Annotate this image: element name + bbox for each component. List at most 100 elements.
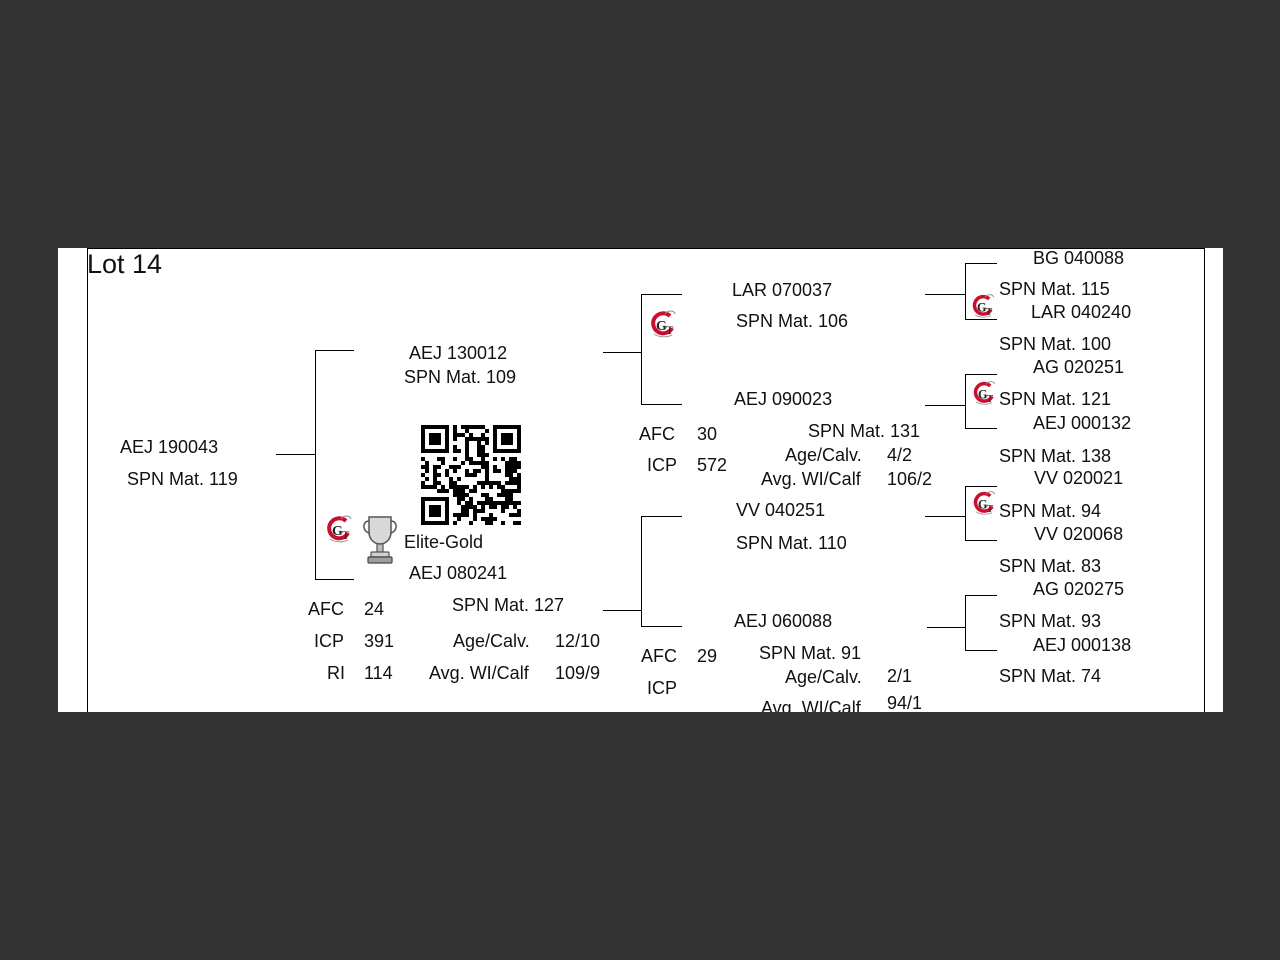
- connector: [925, 294, 965, 295]
- ggp-2-spn: SPN Mat. 100: [999, 334, 1112, 354]
- ggp-3-spn: SPN Mat. 121: [999, 389, 1112, 409]
- left-border: [87, 248, 88, 712]
- connector: [965, 428, 997, 429]
- svg-text:G: G: [978, 497, 988, 511]
- sire-dam-icp: 572: [697, 455, 728, 475]
- subject-spn: SPN Mat. 119: [127, 469, 238, 489]
- svg-text:T: T: [986, 307, 993, 318]
- subject-id: AEJ 190043: [120, 437, 219, 457]
- connector: [965, 263, 966, 320]
- dam-dam-age-label: Age/Calv.: [785, 667, 862, 687]
- connector: [965, 374, 966, 429]
- connector: [965, 595, 997, 596]
- ggp-2-id: LAR 040240: [1031, 302, 1132, 322]
- connector: [641, 294, 682, 295]
- sire-dam-age-label: Age/Calv.: [785, 445, 862, 465]
- dam-age: 12/10: [555, 631, 601, 651]
- ggp-4-id: AEJ 000132: [1033, 413, 1132, 433]
- svg-text:G: G: [978, 387, 988, 401]
- dam-dam-wi: 94/1: [887, 693, 923, 712]
- connector: [965, 486, 966, 541]
- qr-code-icon: [421, 425, 521, 525]
- sire-dam-wi: 106/2: [887, 469, 933, 489]
- sire-dam-afc-label: AFC: [639, 424, 675, 444]
- connector: [315, 350, 316, 580]
- connector: [641, 516, 642, 627]
- svg-text:T: T: [987, 504, 994, 515]
- right-border: [1204, 248, 1205, 712]
- top-border: [87, 248, 1205, 249]
- connector: [641, 516, 682, 517]
- connector: [276, 454, 315, 455]
- dam-sire-id: VV 040251: [736, 500, 826, 520]
- sire-dam-spn: SPN Mat. 131: [808, 421, 921, 441]
- dam-ri-label: RI: [327, 663, 345, 683]
- ggp-7-id: AG 020275: [1033, 579, 1125, 599]
- sire-spn: SPN Mat. 109: [404, 367, 517, 387]
- connector: [641, 626, 682, 627]
- connector: [965, 650, 997, 651]
- connector: [965, 374, 997, 375]
- dam-wi: 109/9: [555, 663, 601, 683]
- connector: [965, 263, 997, 264]
- connector: [603, 352, 641, 353]
- dam-afc: 24: [364, 599, 385, 619]
- pedigree-document: Lot 14 AEJ 190043 SPN Mat. 119 AEJ 13001…: [58, 248, 1223, 712]
- ggp-6-id: VV 020068: [1034, 524, 1124, 544]
- connector: [927, 627, 965, 628]
- dam-spn: SPN Mat. 127: [452, 595, 565, 615]
- ggp-4-spn: SPN Mat. 138: [999, 446, 1112, 466]
- ggp-7-spn: SPN Mat. 93: [999, 611, 1102, 631]
- ggp-8-id: AEJ 000138: [1033, 635, 1132, 655]
- connector: [315, 350, 354, 351]
- dam-sire-spn: SPN Mat. 110: [736, 533, 847, 553]
- sire-sire-id: LAR 070037: [732, 280, 833, 300]
- sire-sire-spn: SPN Mat. 106: [736, 311, 849, 331]
- sire-dam-id: AEJ 090023: [734, 389, 833, 409]
- dam-afc-label: AFC: [308, 599, 344, 619]
- dam-id: AEJ 080241: [409, 563, 508, 583]
- ggp-1-spn: SPN Mat. 115: [999, 279, 1110, 299]
- dam-dam-wi-label: Avg. WI/Calf: [761, 698, 861, 712]
- svg-text:T: T: [987, 394, 994, 405]
- connector: [965, 319, 997, 320]
- trophy-icon: [363, 516, 397, 564]
- dam-dam-spn: SPN Mat. 91: [759, 643, 862, 663]
- sire-dam-wi-label: Avg. WI/Calf: [761, 469, 861, 489]
- connector: [965, 540, 997, 541]
- dam-dam-age: 2/1: [887, 666, 913, 686]
- svg-text:G: G: [977, 300, 987, 314]
- svg-text:G: G: [332, 524, 343, 539]
- dam-icp-label: ICP: [314, 631, 345, 651]
- ggp-1-id: BG 040088: [1033, 248, 1125, 268]
- connector: [641, 404, 682, 405]
- ggp-8-spn: SPN Mat. 74: [999, 666, 1102, 686]
- connector: [925, 516, 965, 517]
- svg-text:G: G: [656, 319, 667, 334]
- connector: [965, 486, 997, 487]
- dam-ri: 114: [364, 663, 393, 683]
- sire-dam-icp-label: ICP: [647, 455, 678, 475]
- dam-dam-id: AEJ 060088: [734, 611, 833, 631]
- sire-dam-age: 4/2: [887, 445, 913, 465]
- connector: [965, 595, 966, 651]
- connector: [641, 294, 642, 405]
- sire-id: AEJ 130012: [409, 343, 508, 363]
- dam-dam-afc: 29: [697, 646, 718, 666]
- connector: [925, 405, 965, 406]
- connector: [315, 579, 354, 580]
- ggp-5-spn: SPN Mat. 94: [999, 501, 1102, 521]
- lot-title: Lot 14: [87, 249, 163, 279]
- ggp-5-id: VV 020021: [1034, 468, 1124, 488]
- connector: [603, 610, 641, 611]
- dam-dam-icp-label: ICP: [647, 678, 678, 698]
- dam-wi-label: Avg. WI/Calf: [429, 663, 529, 683]
- ggp-3-id: AG 020251: [1033, 357, 1125, 377]
- svg-text:T: T: [342, 528, 350, 542]
- dam-badge: Elite-Gold: [404, 532, 484, 552]
